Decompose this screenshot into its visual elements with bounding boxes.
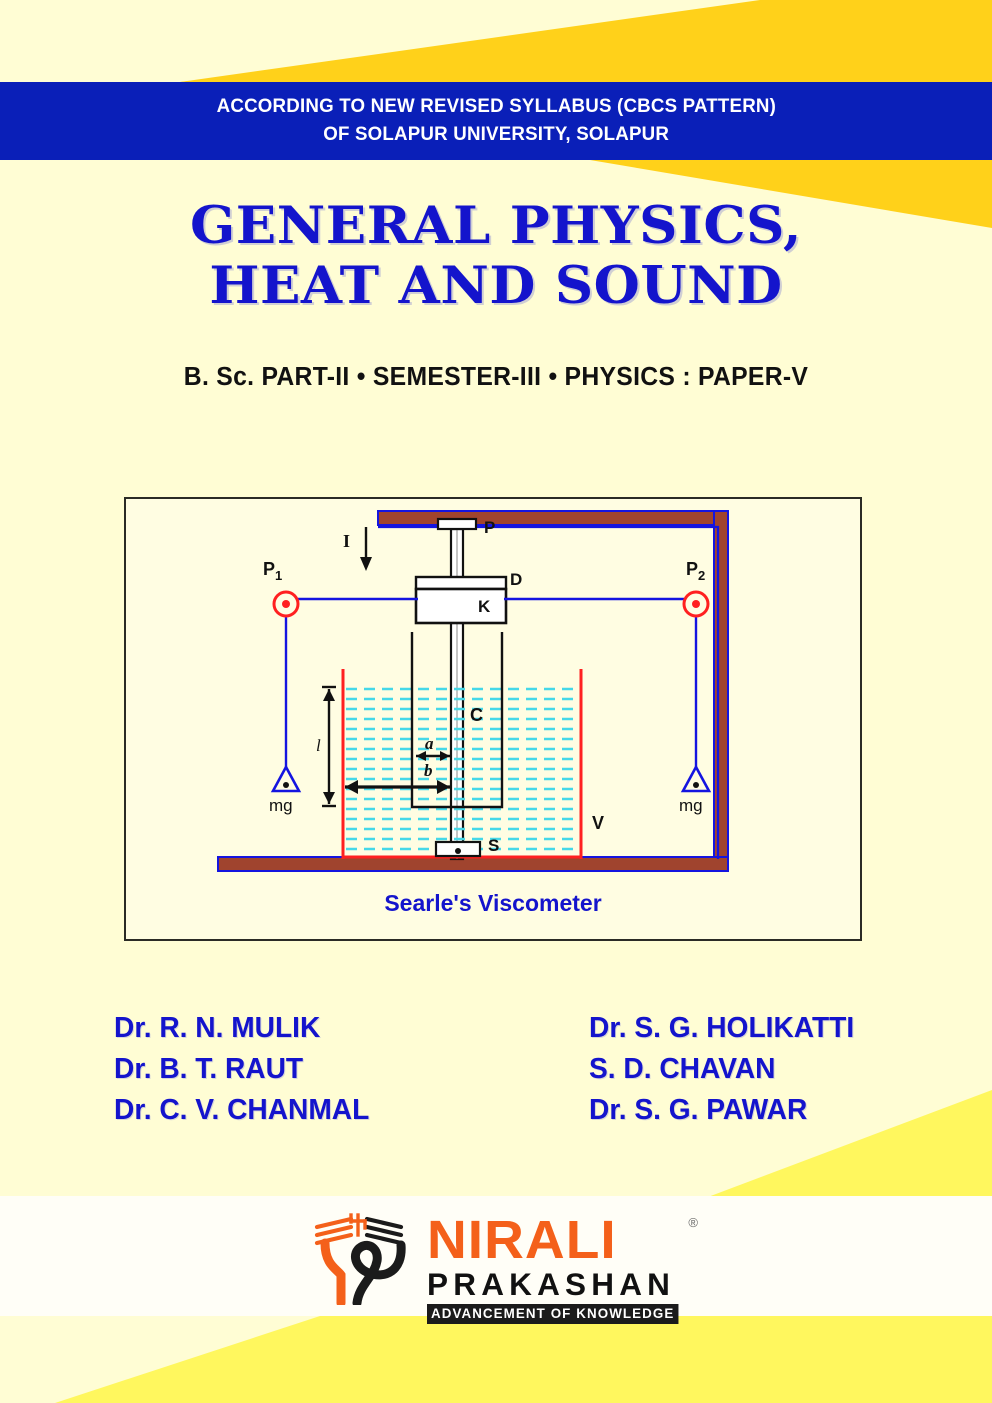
nirali-emblem-icon xyxy=(311,1213,421,1310)
publisher-name-secondary: PRAKASHAN xyxy=(427,1265,676,1302)
course-subtitle: B. Sc. PART-II • SEMESTER-III • PHYSICS … xyxy=(183,363,809,391)
yellow-diagonal-footer xyxy=(55,1316,992,1403)
gold-block-top-right xyxy=(180,0,992,82)
searles-viscometer-diagram: P I D K xyxy=(126,499,860,939)
syllabus-line-1: ACCORDING TO NEW REVISED SYLLABUS (CBCS … xyxy=(216,95,776,118)
label-drum-D: D xyxy=(510,570,522,589)
authors-column-left: Dr. R. N. MULIK Dr. B. T. RAUT Dr. C. V.… xyxy=(114,1008,404,1132)
liquid-hatching xyxy=(346,687,579,851)
author-name: Dr. S. G. HOLIKATTI xyxy=(588,1012,854,1044)
diagram-frame: P I D K xyxy=(124,497,862,941)
cylinder-C xyxy=(410,632,504,809)
label-current-I: I xyxy=(343,531,350,551)
dim-a xyxy=(416,751,450,761)
pulley-right xyxy=(682,590,710,618)
book-title: GENERAL PHYSICS, HEAT AND SOUND xyxy=(0,196,992,316)
strings xyxy=(284,597,698,767)
label-top-plate-P: P xyxy=(484,518,495,537)
publisher-name: NIRALI xyxy=(427,1210,617,1270)
author-name: S. D. CHAVAN xyxy=(588,1053,776,1086)
dim-l xyxy=(322,685,336,808)
label-pulley-P1: P1 xyxy=(263,559,282,583)
label-cylinder-C: C xyxy=(470,705,483,725)
label-support-S: S xyxy=(488,836,499,855)
label-vessel-V: V xyxy=(592,813,604,833)
syllabus-banner: ACCORDING TO NEW REVISED SYLLABUS (CBCS … xyxy=(0,82,992,160)
title-line-2: HEAT AND SOUND xyxy=(209,256,783,317)
label-gap-a: a xyxy=(425,734,434,753)
top-plate xyxy=(436,517,478,531)
author-name: Dr. R. N. MULIK xyxy=(113,1012,320,1044)
support-S xyxy=(434,840,482,858)
author-name: Dr. C. V. CHANMAL xyxy=(113,1094,369,1127)
white-logo-band xyxy=(0,1196,992,1316)
authors-column-right: Dr. S. G. HOLIKATTI S. D. CHAVAN Dr. S. … xyxy=(589,1008,879,1132)
current-arrow xyxy=(360,527,372,571)
label-pulley-P2: P2 xyxy=(686,559,705,583)
author-name: Dr. S. G. PAWAR xyxy=(588,1094,807,1127)
syllabus-line-2: OF SOLAPUR UNIVERSITY, SOLAPUR xyxy=(323,123,669,145)
pulley-left xyxy=(272,590,300,618)
diagram-caption: Searle's Viscometer xyxy=(384,890,601,916)
dim-b xyxy=(345,780,450,794)
weight-right xyxy=(680,764,712,793)
label-weight-right-mg: mg xyxy=(679,796,703,815)
authors-section: Dr. R. N. MULIK Dr. B. T. RAUT Dr. C. V.… xyxy=(0,1008,992,1132)
author-name: Dr. B. T. RAUT xyxy=(113,1053,303,1086)
weight-left xyxy=(270,764,302,793)
publisher-logo: NIRALI ® PRAKASHAN ADVANCEMENT OF KNOWLE… xyxy=(0,1213,992,1324)
label-gap-b: b xyxy=(424,761,433,780)
publisher-tagline: ADVANCEMENT OF KNOWLEDGE xyxy=(427,1303,679,1324)
registered-trademark-icon: ® xyxy=(688,1215,698,1230)
label-length-l: l xyxy=(316,736,321,755)
label-drum-K: K xyxy=(478,597,491,616)
title-line-1: GENERAL PHYSICS, xyxy=(189,196,803,256)
drum xyxy=(414,575,508,625)
label-weight-left-mg: mg xyxy=(269,796,293,815)
